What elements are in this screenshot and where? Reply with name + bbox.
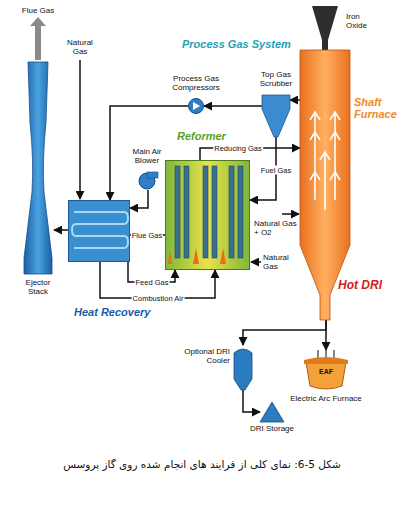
flue-arrow-head — [30, 17, 46, 26]
figure-caption: شکل 5-6: نمای کلی از فرایند های انجام شد… — [0, 458, 404, 470]
unit-shape — [138, 172, 158, 190]
stream-label: Process Gas System — [182, 38, 302, 50]
pipe-connector — [130, 190, 148, 208]
stream-label: Natural Gas + O2 — [254, 219, 300, 237]
process-unit: Optional DRI Cooler — [234, 345, 252, 390]
process-unit: Main Air Blower — [138, 172, 158, 190]
pipe-connector — [243, 390, 260, 412]
flue-arrow — [35, 24, 41, 60]
pipe-connector — [54, 229, 68, 231]
unit-shape — [22, 62, 54, 274]
pipe-connector — [290, 99, 300, 101]
stream-label: Feed Gas — [135, 278, 170, 287]
unit-label: Optional DRI Cooler — [184, 347, 230, 365]
stream-label: Iron Oxide — [346, 12, 382, 30]
stream-label: Reducing Gas — [213, 144, 263, 153]
stream-label: Flue Gas — [131, 231, 163, 240]
stream-label: Natural Gas — [263, 253, 299, 271]
unit-shape — [188, 98, 204, 114]
unit-label: Electric Arc Furnace — [288, 394, 364, 403]
stream-label: Natural Gas — [62, 38, 98, 56]
unit-label: EAF — [312, 367, 340, 376]
unit-label: Top Gas Scrubber — [254, 70, 298, 88]
unit-label: Heat Recovery — [74, 306, 164, 318]
stream-label: Fuel Gas — [260, 166, 292, 175]
process-unit: Process Gas Compressors — [188, 98, 204, 114]
stream-label: Hot DRI — [338, 279, 394, 292]
pipe-connector — [325, 320, 327, 350]
stream-label: Combustion Air — [132, 294, 185, 303]
natural-gas-line — [251, 261, 261, 263]
unit-label: DRI Storage — [248, 424, 296, 433]
unit-label: Shaft Furnace — [354, 96, 402, 120]
process-unit: DRI Storage — [260, 402, 284, 422]
unit-label: Ejector Stack — [16, 278, 60, 296]
unit-shape — [68, 200, 130, 262]
unit-label: Main Air Blower — [124, 147, 170, 165]
process-unit: Reformer — [165, 160, 250, 270]
process-unit: Top Gas Scrubber — [262, 95, 290, 137]
unit-label: Process Gas Compressors — [160, 74, 232, 92]
iron-oxide-hopper — [312, 6, 338, 50]
stream-label: Flue Gas — [18, 6, 58, 15]
unit-shape — [262, 95, 290, 137]
pipe-connector — [243, 320, 326, 345]
unit-label: Reformer — [177, 130, 247, 142]
pipe-connector — [204, 105, 262, 107]
natural-gas-line — [79, 60, 81, 199]
ng-o2-line — [282, 213, 299, 215]
process-unit: Heat Recovery — [68, 200, 130, 262]
process-unit: Ejector Stack — [22, 62, 54, 274]
process-unit: EAFElectric Arc Furnace — [302, 350, 350, 392]
unit-shape — [260, 402, 284, 422]
unit-shape — [165, 160, 250, 270]
unit-shape — [234, 345, 252, 390]
